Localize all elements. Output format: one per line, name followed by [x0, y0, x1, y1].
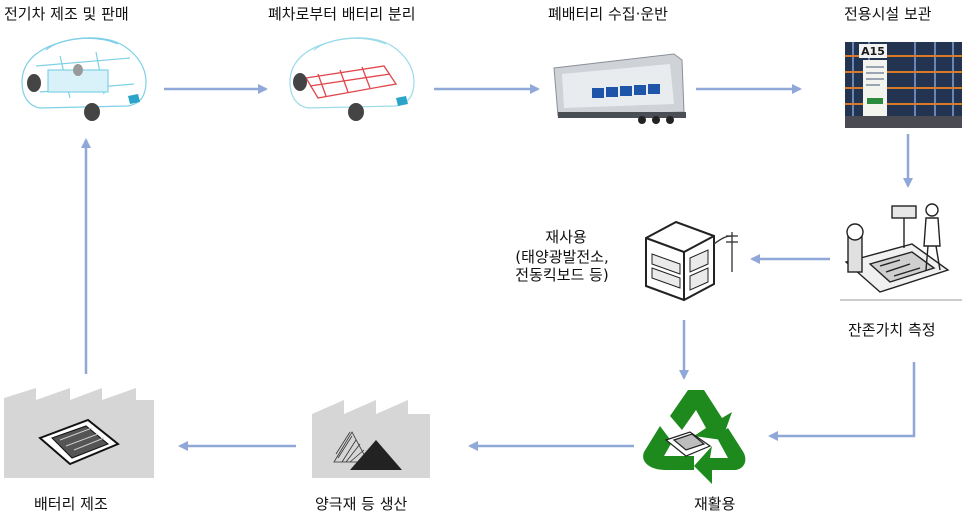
recycle-battery-icon	[664, 431, 712, 457]
arrow-measurement-to-recycle	[768, 362, 916, 441]
label-battery-manufacture: 배터리 제조	[34, 495, 108, 513]
car2-wheels	[293, 73, 364, 121]
battery-factory-icon	[4, 388, 154, 478]
label-cathode-production: 양극재 등 생산	[315, 495, 408, 513]
separated-battery-icon	[304, 65, 398, 99]
reuse-storage-house-icon	[645, 220, 715, 302]
storage-warehouse-image: A15	[845, 42, 962, 128]
car-battery-separation-icon	[289, 37, 415, 109]
label-reuse-examples: (태양광발전소, 전동킥보드 등)	[515, 248, 609, 284]
label-recycle: 재활용	[694, 495, 736, 513]
ev-car-icon	[21, 37, 147, 109]
label-reuse-title: 재사용	[545, 228, 587, 246]
label-storage: 전용시설 보관	[844, 5, 932, 23]
label-ev-manufacture: 전기차 제조 및 판매	[4, 5, 129, 23]
transport-truck-image	[552, 46, 686, 124]
label-collection-transport: 폐배터리 수집·운반	[548, 5, 668, 23]
label-battery-separation: 폐차로부터 배터리 분리	[268, 5, 416, 23]
power-pole-icon	[713, 232, 738, 272]
storage-sign-text: A15	[861, 45, 885, 58]
label-residual-value: 잔존가치 측정	[848, 321, 936, 339]
ev-car-wheels	[27, 64, 100, 121]
residual-value-measurement-icon	[840, 203, 962, 301]
cathode-factory-icon	[312, 400, 430, 478]
recycle-icon	[643, 390, 746, 484]
